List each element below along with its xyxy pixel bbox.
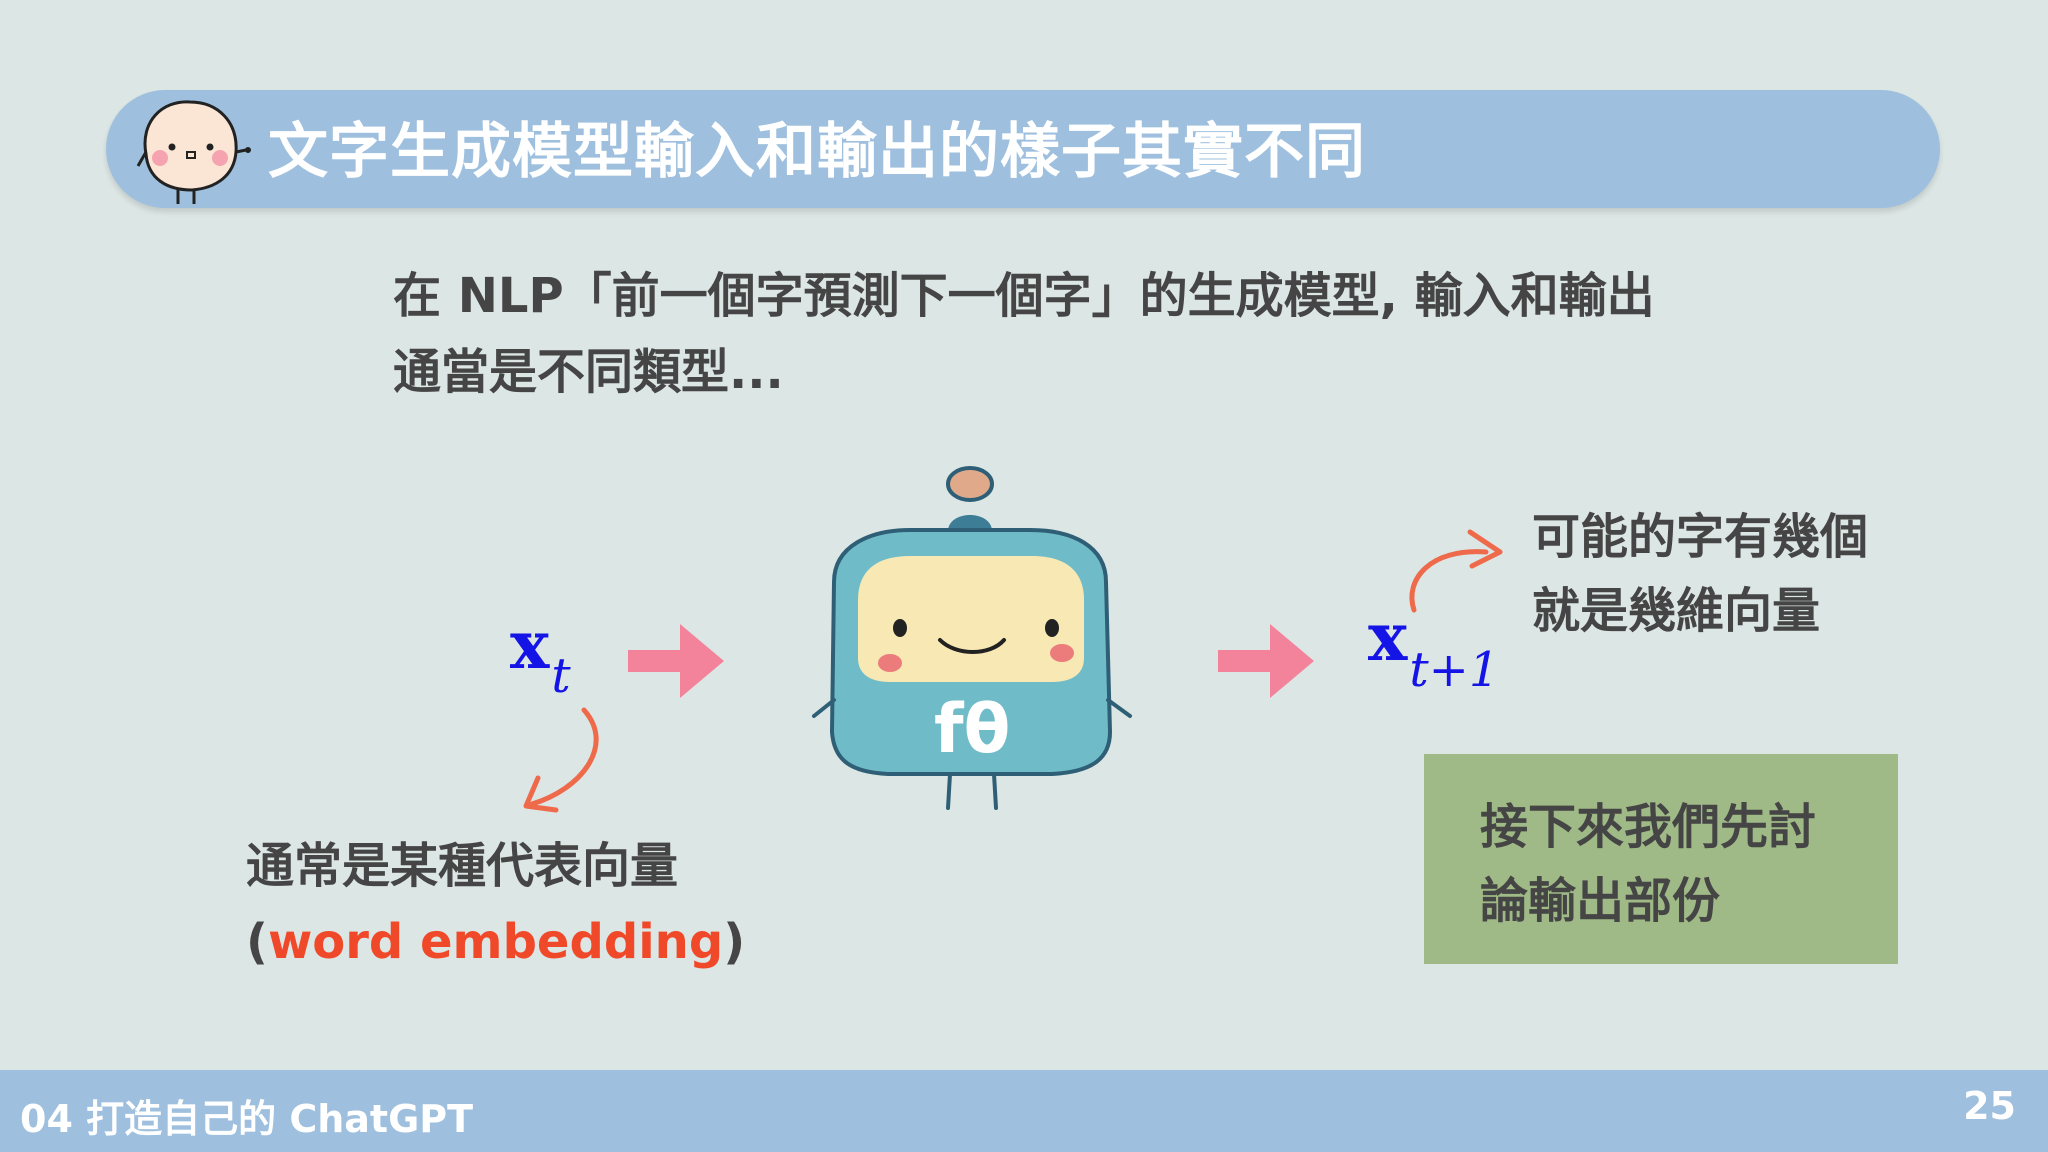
curved-arrow-icon xyxy=(1409,529,1503,613)
input-note: 通常是某種代表向量 (word embedding) xyxy=(246,828,745,980)
title-bar xyxy=(106,90,1940,208)
output-note-line-1: 可能的字有幾個 xyxy=(1532,509,1869,565)
footer-bar: 04 打造自己的 ChatGPT 25 xyxy=(0,1070,2048,1152)
course-title: 04 打造自己的 ChatGPT xyxy=(20,1097,474,1141)
callout-line-2: 論輸出部份 xyxy=(1480,873,1721,929)
input-note-line-1: 通常是某種代表向量 xyxy=(246,838,679,894)
output-symbol-subscript: t+1 xyxy=(1409,642,1500,698)
intro-text: 在 NLP「前一個字預測下一個字」的生成模型, 輸入和輸出 通當是不同類型... xyxy=(393,258,1753,410)
intro-line-1: 在 NLP「前一個字預測下一個字」的生成模型, 輸入和輸出 xyxy=(393,268,1655,324)
robot-model-icon: fθ xyxy=(812,466,1132,810)
input-symbol-base: x xyxy=(510,606,550,684)
word-embedding-highlight: word embedding xyxy=(267,914,724,970)
intro-line-2: 通當是不同類型... xyxy=(393,344,784,400)
next-topic-callout: 接下來我們先討 論輸出部份 xyxy=(1424,754,1898,964)
input-symbol: xt xyxy=(510,606,571,704)
input-note-line-2: (word embedding) xyxy=(246,904,745,980)
callout-text: 接下來我們先討 論輸出部份 xyxy=(1480,790,1816,938)
output-arrow-icon xyxy=(1218,624,1314,698)
curved-arrow-icon xyxy=(523,707,599,813)
paren-open: ( xyxy=(246,914,268,970)
model-label: fθ xyxy=(934,690,1010,769)
output-note: 可能的字有幾個 就是幾維向量 xyxy=(1532,500,1868,648)
output-symbol-base: x xyxy=(1368,598,1408,676)
input-arrow-icon xyxy=(628,624,724,698)
paren-close: ) xyxy=(723,914,746,970)
output-note-line-2: 就是幾維向量 xyxy=(1532,583,1821,639)
input-symbol-subscript: t xyxy=(551,648,571,704)
callout-line-1: 接下來我們先討 xyxy=(1480,799,1817,855)
output-symbol: xt+1 xyxy=(1368,598,1499,698)
page-number: 25 xyxy=(1963,1084,2016,1128)
mascot-icon xyxy=(136,100,251,204)
slide-title: 文字生成模型輸入和輸出的樣子其實不同 xyxy=(268,117,1366,187)
